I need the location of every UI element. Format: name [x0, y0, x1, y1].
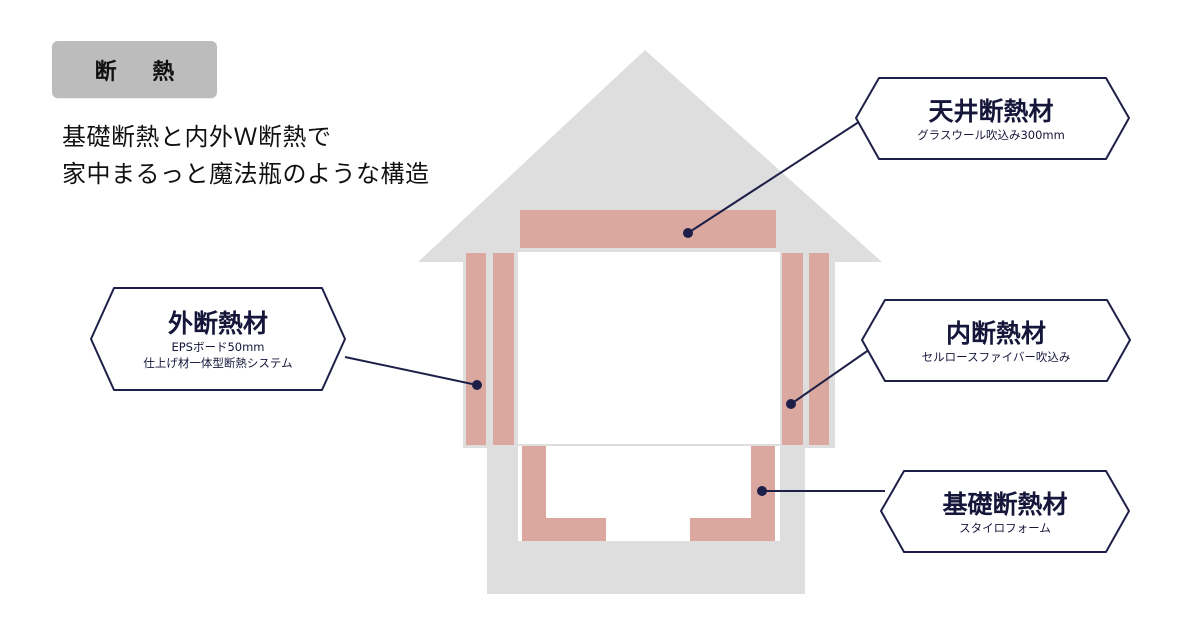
outer-callout-sub-1: EPSボード50mm: [171, 339, 265, 354]
outer-insulation-right: [809, 253, 829, 445]
outer-leader-line: [344, 356, 478, 386]
ceiling-leader-dot: [683, 228, 693, 238]
foundation-slab: [518, 541, 780, 553]
inner-insulation-left: [493, 253, 514, 445]
foundation-insulation-left: [522, 446, 606, 541]
outer-leader-dot: [472, 380, 482, 390]
outer-insulation-left: [466, 253, 486, 445]
outer-callout-frame: [90, 287, 346, 391]
headline-line-2: 家中まるっと魔法瓶のような構造: [62, 160, 430, 188]
inner-insulation-right: [782, 253, 803, 445]
inner-leader-line: [790, 346, 874, 405]
foundation-callout-frame: [880, 470, 1130, 553]
section-badge-label: 断 熱: [94, 59, 189, 85]
foundation-callout-title: 基礎断熱材: [942, 489, 1068, 519]
foundation-insulation-right: [690, 446, 775, 541]
interior-room: [518, 252, 780, 444]
ceiling-insulation: [520, 210, 776, 248]
outer-callout-sub-2: 仕上げ材一体型断熱システム: [143, 355, 293, 370]
foundation-leader-dot: [757, 486, 767, 496]
inner-callout-title: 内断熱材: [945, 318, 1046, 348]
foundation-callout: 基礎断熱材 スタイロフォーム: [890, 473, 1120, 551]
inner-callout-sub: セルロースファイバー吹込み: [921, 349, 1071, 364]
ceiling-leader-line: [687, 115, 869, 234]
ceiling-callout-title: 天井断熱材: [928, 96, 1054, 126]
inner-callout-frame: [861, 299, 1131, 382]
headline-line-1: 基礎断熱と内外Ｗ断熱で: [62, 123, 332, 151]
outer-callout: 外断熱材 EPSボード50mm 仕上げ材一体型断熱システム: [100, 290, 336, 388]
roof: [418, 50, 882, 262]
outer-callout-title: 外断熱材: [167, 308, 268, 338]
section-badge: 断 熱: [52, 41, 217, 98]
foundation-callout-sub: スタイロフォーム: [959, 520, 1051, 535]
ceiling-callout-frame: [855, 77, 1130, 160]
inner-callout: 内断熱材 セルロースファイバー吹込み: [872, 302, 1120, 380]
ceiling-callout-sub: グラスウール吹込み300mm: [917, 127, 1065, 142]
headline: 基礎断熱と内外Ｗ断熱で 家中まるっと魔法瓶のような構造: [62, 119, 430, 193]
inner-leader-dot: [786, 399, 796, 409]
ceiling-callout: 天井断熱材 グラスウール吹込み300mm: [866, 80, 1116, 158]
